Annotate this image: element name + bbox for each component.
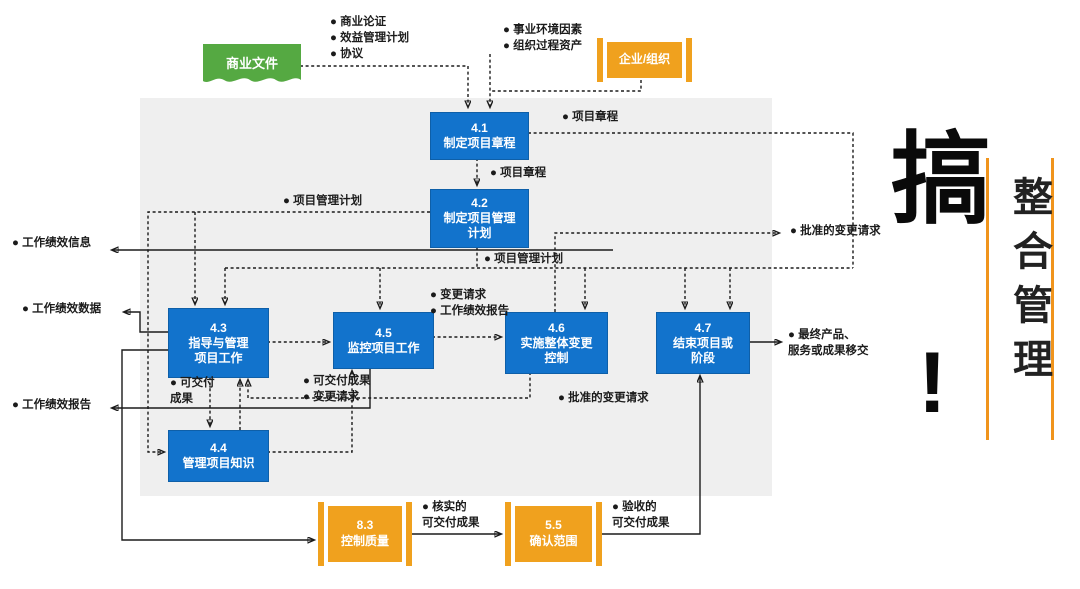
enterprise-label: 企业/组织 <box>618 52 671 67</box>
process-id: 8.3 <box>356 518 374 533</box>
process-id: 4.6 <box>548 320 565 335</box>
input-item: ● 事业环境因素 <box>503 24 583 36</box>
process-box-4-4: 4.4 管理项目知识 <box>168 430 269 482</box>
label-deliverables-4-3: ● 可交付 成果 <box>170 377 215 405</box>
input-item: ● 协议 <box>330 48 364 61</box>
process-id: 4.1 <box>471 121 488 135</box>
banner-headline-char: 搞 <box>891 124 991 236</box>
label-deliverables-4-5: ● 可交付成果 ● 变更请求 <box>303 375 371 403</box>
store-bar-icon <box>318 502 324 566</box>
process-id: 4.7 <box>694 320 712 335</box>
label-work-performance-data: ● 工作绩效数据 <box>22 303 102 315</box>
input-item: ● 效益管理计划 <box>330 32 410 45</box>
store-bar-icon <box>505 502 511 566</box>
label-final-product: ● 最终产品、 服务或成果移交 <box>788 329 869 357</box>
label-approved-change-requests-right: ● 批准的变更请求 <box>790 225 881 237</box>
banner-vertical-title: 整合管理 <box>1007 176 1051 392</box>
label-change-requests-mid: ● 变更请求 ● 工作绩效报告 <box>430 289 510 317</box>
process-box-4-6: 4.6 实施整体变更 控制 <box>505 312 608 374</box>
label-work-performance-info: ● 工作绩效信息 <box>12 237 92 249</box>
process-id: 5.5 <box>545 518 562 533</box>
label-pm-plan-left: ● 项目管理计划 <box>283 195 363 207</box>
process-id: 4.5 <box>375 325 392 340</box>
banner-exclamation: ! <box>918 335 947 431</box>
label-verified-deliverables: ● 核实的 可交付成果 <box>422 501 480 529</box>
process-box-4-1: 4.1 制定项目章程 <box>430 112 529 160</box>
business-documents-label: 商业文件 <box>225 56 278 71</box>
business-doc-inputs: ● 商业论证 ● 效益管理计划 ● 协议 <box>330 14 409 62</box>
label-pm-plan-below: ● 项目管理计划 <box>484 253 564 265</box>
business-documents-node: 商业文件 <box>203 44 301 90</box>
process-name: 管理项目知识 <box>182 456 255 470</box>
label-approved-change-requests-mid: ● 批准的变更请求 <box>558 392 649 404</box>
store-bar-icon <box>597 38 603 82</box>
banner-rule-left <box>986 158 989 440</box>
process-box-4-2: 4.2 制定项目管理 计划 <box>430 189 529 248</box>
process-name: 控制质量 <box>340 534 389 548</box>
enterprise-inputs: ● 事业环境因素 ● 组织过程资产 <box>503 22 582 54</box>
store-bar-icon <box>406 502 412 566</box>
banner-rule-right <box>1051 158 1054 440</box>
process-name: 监控项目工作 <box>347 340 420 355</box>
process-box-4-5: 4.5 监控项目工作 <box>333 312 434 369</box>
process-box-4-3: 4.3 指导与管理 项目工作 <box>168 308 269 378</box>
process-id: 4.3 <box>210 320 227 335</box>
store-bar-icon <box>686 38 692 82</box>
input-item: ● 商业论证 <box>330 16 387 28</box>
process-id: 4.2 <box>471 196 488 210</box>
process-name: 确认范围 <box>529 534 578 548</box>
store-bar-icon <box>596 502 602 566</box>
process-name: 指导与管理 项目工作 <box>188 335 249 365</box>
process-box-8-3: 8.3 控制质量 <box>318 502 412 566</box>
process-name: 制定项目章程 <box>443 136 516 150</box>
process-name: 制定项目管理 计划 <box>443 211 516 240</box>
process-name: 实施整体变更 控制 <box>520 335 593 365</box>
label-project-charter-out: ● 项目章程 <box>562 111 619 123</box>
label-project-charter-mid: ● 项目章程 <box>490 167 547 179</box>
process-name: 结束项目或 阶段 <box>672 335 733 365</box>
process-box-4-7: 4.7 结束项目或 阶段 <box>656 312 750 374</box>
label-accepted-deliverables: ● 验收的 可交付成果 <box>612 501 670 529</box>
process-id: 4.4 <box>210 441 227 455</box>
process-box-5-5: 5.5 确认范围 <box>505 502 602 566</box>
label-work-performance-report: ● 工作绩效报告 <box>12 399 92 411</box>
enterprise-node: 企业/组织 <box>597 38 692 82</box>
input-item: ● 组织过程资产 <box>503 40 583 53</box>
document-icon <box>203 44 301 82</box>
